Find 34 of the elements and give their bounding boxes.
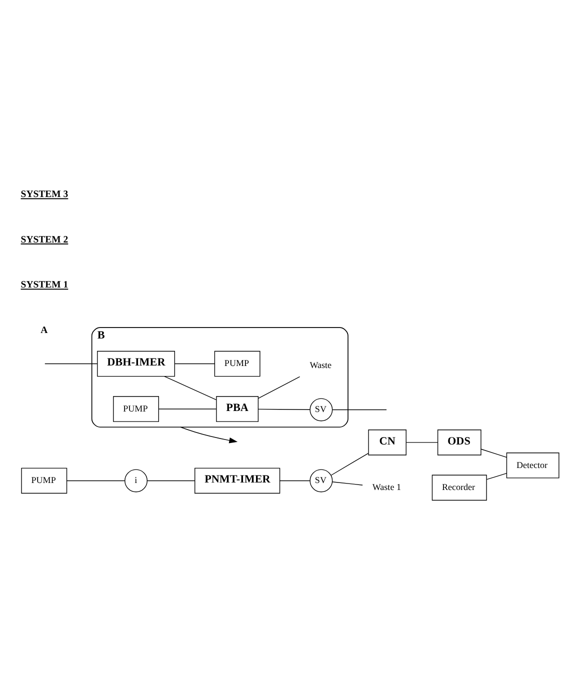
connector bbox=[66, 480, 126, 481]
node-box: Detector bbox=[506, 452, 560, 478]
connector bbox=[486, 472, 507, 480]
connector bbox=[280, 480, 310, 481]
label: A bbox=[40, 324, 48, 336]
label: SYSTEM 3 bbox=[20, 188, 68, 200]
node-box: ODS bbox=[437, 429, 482, 455]
connector bbox=[258, 408, 310, 410]
connector bbox=[332, 481, 363, 485]
node-text: Waste 1 bbox=[372, 482, 401, 492]
node-box: PNMT-IMER bbox=[194, 467, 280, 494]
node-box: PUMP bbox=[21, 467, 68, 494]
node-box: DBH-IMER bbox=[97, 350, 176, 376]
connector bbox=[174, 362, 215, 364]
node-circle: SV bbox=[310, 398, 333, 421]
node-box: Recorder bbox=[432, 474, 487, 500]
connector bbox=[258, 376, 300, 398]
arrow bbox=[180, 426, 238, 443]
connector bbox=[332, 408, 387, 410]
label: SYSTEM 2 bbox=[20, 234, 68, 245]
node-circle: i bbox=[124, 468, 148, 492]
connector bbox=[146, 480, 196, 481]
connector bbox=[330, 452, 369, 476]
node-circle: SV bbox=[310, 468, 333, 492]
connector bbox=[158, 408, 217, 409]
node-box: CN bbox=[368, 429, 406, 455]
connector bbox=[164, 376, 217, 400]
label: SYSTEM 1 bbox=[20, 279, 68, 290]
connector bbox=[44, 362, 98, 364]
connector bbox=[480, 448, 507, 458]
node-text: Waste bbox=[310, 360, 332, 370]
node-box: PUMP bbox=[113, 396, 159, 422]
node-box: PUMP bbox=[214, 350, 260, 376]
node-box: PBA bbox=[216, 396, 259, 422]
